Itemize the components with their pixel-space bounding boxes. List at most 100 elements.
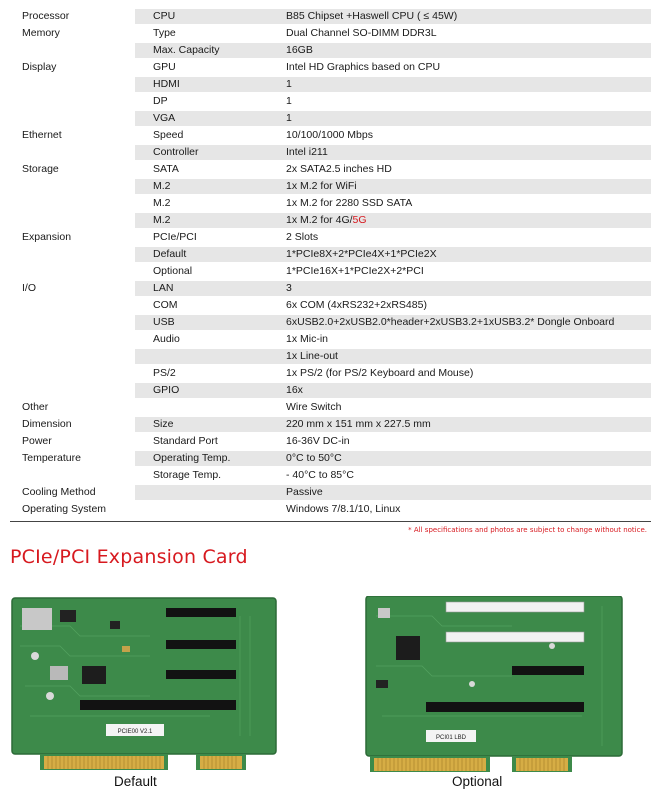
spec-item: PS/2 <box>153 367 176 379</box>
spec-value-text: Windows 7/8.1/10, Linux <box>286 503 401 515</box>
spec-item: Controller <box>153 146 199 158</box>
spec-row: USB 6xUSB2.0+2xUSB2.0*header+2xUSB3.2+1xU… <box>0 314 651 331</box>
spec-value-text: 6x COM (4xRS232+2xRS485) <box>286 299 427 311</box>
spec-value: 1 <box>286 93 292 110</box>
row-band <box>135 315 651 330</box>
table-bottom-rule <box>10 521 651 522</box>
spec-item: Audio <box>153 333 180 345</box>
spec-row: Optional 1*PCIe16X+1*PCIe2X+2*PCI <box>0 263 651 280</box>
spec-category: Other <box>22 401 49 413</box>
default-card-image: PCIE00 V2.1 <box>10 596 278 774</box>
spec-value: 1x M.2 for 2280 SSD SATA <box>286 195 412 212</box>
spec-category: Cooling Method <box>22 486 96 498</box>
spec-value: 1x PS/2 (for PS/2 Keyboard and Mouse) <box>286 365 473 382</box>
spec-item: Default <box>153 248 187 260</box>
spec-value: 1 <box>286 76 292 93</box>
row-band <box>135 77 651 92</box>
spec-value-text: 1 <box>286 95 292 107</box>
spec-value: 2x SATA2.5 inches HD <box>286 161 392 178</box>
spec-item: Optional <box>153 265 193 277</box>
spec-value: 3 <box>286 280 292 297</box>
spec-row: Cooling Method Passive <box>0 484 651 501</box>
spec-value: 6x COM (4xRS232+2xRS485) <box>286 297 427 314</box>
spec-item: M.2 <box>153 214 171 226</box>
default-card-caption: Default <box>114 774 157 789</box>
spec-value-text: 1x PS/2 (for PS/2 Keyboard and Mouse) <box>286 367 474 379</box>
spec-value-text: Wire Switch <box>286 401 342 413</box>
spec-value-text: 3 <box>286 282 292 294</box>
spec-value: Wire Switch <box>286 399 341 416</box>
spec-value-text: 6xUSB2.0+2xUSB2.0*header+2xUSB3.2+1xUSB3… <box>286 316 615 328</box>
spec-value: 220 mm x 151 mm x 227.5 mm <box>286 416 431 433</box>
spec-value: 10/100/1000 Mbps <box>286 127 373 144</box>
spec-item: CPU <box>153 10 176 22</box>
spec-value: 16x <box>286 382 303 399</box>
spec-value-text: 1 <box>286 78 292 90</box>
spec-item: USB <box>153 316 175 328</box>
row-band <box>135 9 651 24</box>
row-band <box>135 451 651 466</box>
spec-item: Type <box>153 27 176 39</box>
spec-value-text: 16GB <box>286 44 313 56</box>
spec-category: Expansion <box>22 231 72 243</box>
spec-value-text: 1x Mic-in <box>286 333 329 345</box>
spec-item: HDMI <box>153 78 180 90</box>
spec-item: Operating Temp. <box>153 452 231 464</box>
spec-row: COM 6x COM (4xRS232+2xRS485) <box>0 297 651 314</box>
spec-value-text: 0°C to 50°C <box>286 452 342 464</box>
row-band <box>135 128 651 143</box>
optional-card-image: PCI01 LBD <box>362 596 628 774</box>
spec-value-text: 1x M.2 for 2280 SSD SATA <box>286 197 413 209</box>
spec-value-text: 1x M.2 for WiFi <box>286 180 357 192</box>
spec-value-text: Passive <box>286 486 323 498</box>
spec-value-text: - 40°C to 85°C <box>286 469 354 481</box>
spec-value: 1 <box>286 110 292 127</box>
spec-value: 6xUSB2.0+2xUSB2.0*header+2xUSB3.2+1xUSB3… <box>286 314 614 331</box>
row-band <box>135 179 651 194</box>
row-band <box>135 349 651 364</box>
spec-value: Windows 7/8.1/10, Linux <box>286 501 400 518</box>
row-band <box>135 332 651 347</box>
row-band <box>135 162 651 177</box>
row-band <box>135 417 651 432</box>
section-title: PCIe/PCI Expansion Card <box>10 546 248 568</box>
spec-item: COM <box>153 299 178 311</box>
spec-row: Other Wire Switch <box>0 399 651 416</box>
spec-value: 1x Mic-in <box>286 331 328 348</box>
spec-value: 1x M.2 for WiFi <box>286 178 357 195</box>
spec-value-highlight: 5G <box>352 214 367 226</box>
spec-value: 1x M.2 for 4G/5G <box>286 212 367 229</box>
spec-value-text: 1*PCIe16X+1*PCIe2X+2*PCI <box>286 265 424 277</box>
spec-value-text: 10/100/1000 Mbps <box>286 129 373 141</box>
spec-row: PS/2 1x PS/2 (for PS/2 Keyboard and Mouse… <box>0 365 651 382</box>
spec-value: Intel i211 <box>286 144 328 161</box>
spec-row: M.2 1x M.2 for 2280 SSD SATA <box>0 195 651 212</box>
default-board-label: PCIE00 V2.1 <box>118 729 153 735</box>
row-band <box>135 145 651 160</box>
spec-value-text: 2x SATA2.5 inches HD <box>286 163 392 175</box>
spec-value-text: Intel HD Graphics based on CPU <box>286 61 441 73</box>
spec-value-text: 1*PCIe8X+2*PCIe4X+1*PCIe2X <box>286 248 437 260</box>
spec-value: 16-36V DC-in <box>286 433 350 450</box>
row-band <box>135 94 651 109</box>
spec-row: Default 1*PCIe8X+2*PCIe4X+1*PCIe2X <box>0 246 651 263</box>
row-band <box>135 383 651 398</box>
spec-row: Controller Intel i211 <box>0 144 651 161</box>
spec-value-text: 1x M.2 for 4G/ <box>286 214 353 226</box>
spec-value-text: 16x <box>286 384 303 396</box>
spec-row: 1x Line-out <box>0 348 651 365</box>
spec-value-text: Intel i211 <box>286 146 328 158</box>
spec-item: M.2 <box>153 197 171 209</box>
spec-category: Dimension <box>22 418 72 430</box>
spec-value-text: B85 Chipset +Haswell CPU ( ≤ 45W) <box>286 10 458 22</box>
spec-item: VGA <box>153 112 176 124</box>
optional-board-label: PCI01 LBD <box>436 735 467 741</box>
spec-row: Audio 1x Mic-in <box>0 331 651 348</box>
spec-value-text: 220 mm x 151 mm x 227.5 mm <box>286 418 431 430</box>
